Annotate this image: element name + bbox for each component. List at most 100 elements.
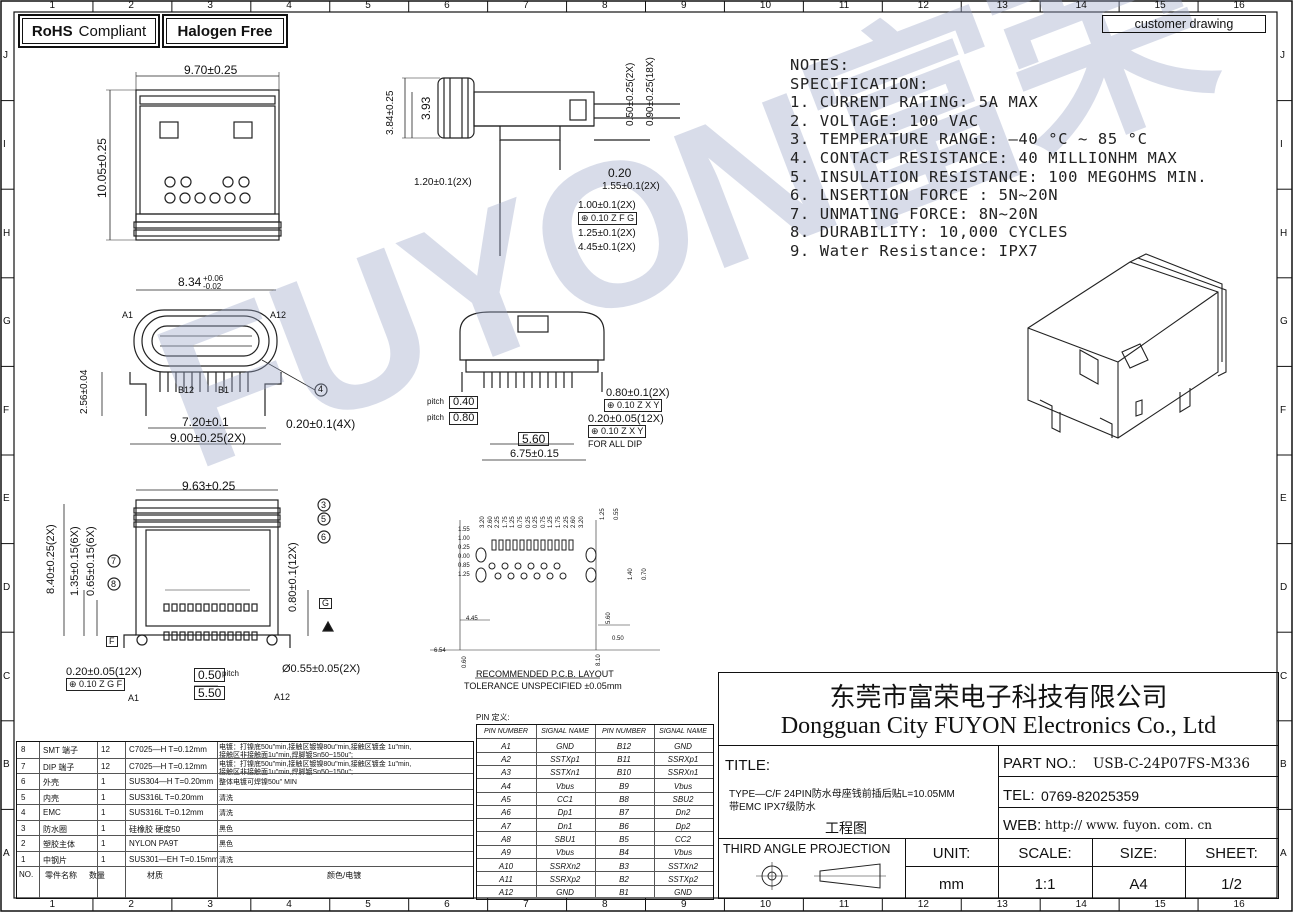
dim-bottom-963: 9.63±0.25 [182, 479, 236, 493]
bom-finish: 清洗 [219, 794, 233, 802]
gdt-bottom: ⊕ 0.10 Z G F [66, 678, 126, 691]
dim-front-900: 9.00±0.25(2X) [170, 431, 246, 445]
pcb-hole [559, 572, 567, 580]
grid-column-label: 7 [523, 0, 529, 11]
pin-cell: SIGNAL NAME [659, 727, 707, 735]
pin-cell: A12 [498, 888, 514, 898]
pcb-hole [540, 562, 548, 570]
pcb-hole [514, 562, 522, 570]
pin-cell: Vbus [673, 848, 693, 858]
gdt-side-value: 0.10 [591, 213, 609, 223]
pin-cell: PIN NUMBER [602, 727, 646, 735]
halogen-free-label: Halogen Free [177, 22, 273, 40]
pcb-dim-top: 1.25 [548, 516, 555, 528]
hole [239, 192, 251, 204]
part-no-label: PART NO.: [1003, 755, 1077, 772]
dim-side-090: 0.90±0.25(18X) [645, 57, 656, 126]
bom-header-cell: 零件名称 [45, 871, 77, 880]
pin-cell: A1 [501, 741, 511, 751]
dim-front-020: 0.20±0.1(4X) [286, 417, 356, 431]
scale-label: SCALE: [1018, 845, 1072, 862]
dim-side-125: 1.25±0.1(2X) [578, 228, 636, 239]
pin-col-divider [654, 725, 655, 897]
pcb-dim-top: 1.25 [510, 516, 517, 528]
dim-rear-040: 0.40 [449, 396, 479, 409]
web-url[interactable]: http:// www. fuyon. com. cn [1045, 818, 1212, 832]
bom-cell: 8 [21, 745, 26, 754]
bom-cell: 12 [101, 745, 110, 754]
bom-cell: 中钢片 [43, 855, 67, 865]
grid-row-label: H [1280, 227, 1288, 239]
pcb-dim-left: 0.85 [458, 563, 470, 569]
pcb-dim-top: 2.25 [495, 516, 502, 528]
gdt-rear-1-value: 0.10 [617, 400, 635, 410]
pad [163, 631, 170, 641]
pcb-slot [585, 567, 597, 583]
dim-front-720: 7.20±0.1 [182, 415, 229, 429]
title-block: 东莞市富荣电子科技有限公司 Dongguan City FUYON Electr… [718, 672, 1279, 899]
pcb-hole [553, 562, 561, 570]
notes-line: 1. CURRENT RATING: 5A MAX [790, 93, 1039, 112]
pin-cell: A11 [499, 874, 513, 884]
callout-7: 7 [111, 556, 117, 566]
hole [224, 192, 236, 204]
title-line-2: 带EMC IPX7级防水 [729, 802, 816, 813]
callout-circle [107, 554, 121, 568]
dim-rear-020: 0.20±0.05(12X) [588, 413, 664, 425]
grid-column-label: 14 [1075, 899, 1087, 910]
bom-cell: C7025—H T=0.12mm [129, 745, 207, 754]
pad [163, 603, 170, 612]
grid-column-label: 3 [207, 0, 213, 11]
pin-cell: B2 [619, 874, 629, 884]
bom-cell: 2 [21, 839, 26, 848]
pcb-dim-top: 0.25 [525, 516, 532, 528]
dim-side-120: 1.20±0.1(2X) [414, 177, 472, 188]
bom-header: NO.零件名称数量材质颜色/电镀 [17, 866, 473, 883]
grid-column-label: 12 [917, 899, 929, 910]
pin-cell: GND [556, 888, 574, 898]
bom-finish: 接触区非接触面1u"min,焊脚镀Sn50~150u"; [219, 768, 353, 776]
dim-bottom-080: 0.80±0.1(12X) [287, 542, 299, 612]
notes-line: 5. INSULATION RESISTANCE: 100 MEGOHMS MI… [790, 167, 1208, 186]
grid-row-label: I [3, 138, 6, 150]
grid-column-label: 6 [444, 899, 450, 910]
grid-row-label: F [1280, 404, 1287, 416]
pcb-dim-right: 1.40 [628, 568, 634, 580]
notes-block: NOTES: SPECIFICATION: 1. CURRENT RATING:… [790, 56, 1207, 261]
pin-cell: B8 [619, 795, 629, 804]
pcb-pad [498, 539, 504, 551]
pin-col-divider [536, 725, 537, 897]
grid-row-label: C [3, 670, 11, 682]
label-for-all-dip: FOR ALL DIP [588, 439, 643, 449]
notes-line: 8. DURABILITY: 10,000 CYCLES [790, 223, 1069, 242]
grid-column-label: 2 [128, 899, 134, 910]
pad [251, 603, 258, 612]
grid-column-label: 5 [365, 899, 371, 910]
bom-cell: 塑胶主体 [43, 840, 75, 849]
pcb-dim-top: 0.75 [540, 516, 547, 528]
pin-cell: A2 [501, 755, 511, 765]
pin-cell: GND [556, 741, 574, 751]
bom-cell: 内壳 [43, 793, 59, 803]
notes-line: NOTES: [790, 56, 850, 74]
grid-row-label: A [1280, 847, 1287, 859]
label-bottom-a1: A1 [128, 693, 140, 703]
bom-col-divider [97, 742, 98, 898]
rohs-badge: RoHS Compliant [18, 14, 160, 48]
grid-column-label: 9 [680, 899, 687, 910]
grid-column-label: 1 [49, 899, 56, 910]
pcb-hole [546, 572, 554, 580]
pcb-pad [526, 539, 532, 551]
pin-cell: B10 [616, 768, 632, 778]
grid-column-label: 16 [1233, 0, 1245, 11]
pcb-hole [520, 572, 528, 580]
pcb-pad [540, 539, 546, 551]
pcb-dim-right: 1.25 [600, 508, 606, 520]
dim-side-393: 3.93 [419, 96, 433, 120]
hole [238, 176, 250, 188]
dim-side-050: 0.50±0.25(2X) [625, 62, 636, 126]
bom-finish: 黑色 [219, 841, 233, 848]
